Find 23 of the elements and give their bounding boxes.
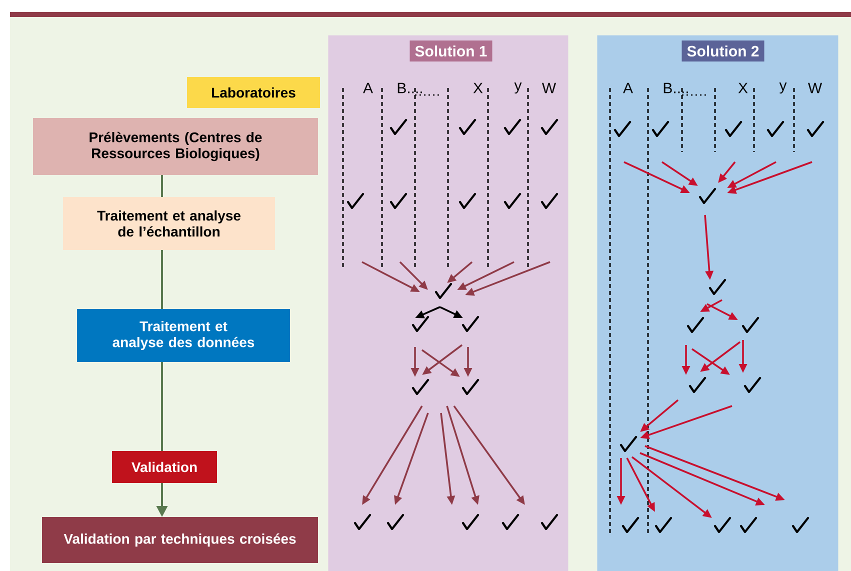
column-letter: B.... bbox=[398, 82, 422, 94]
column-letter: y bbox=[514, 82, 522, 94]
process-box: Prélèvements (Centres de Ressources Biologiques) bbox=[33, 118, 318, 175]
column-letter: B.... bbox=[664, 82, 688, 94]
solution-panel bbox=[597, 35, 838, 571]
column-letter: X bbox=[473, 82, 483, 94]
process-box: Traitement et analyse de l’échantillon bbox=[63, 197, 275, 250]
connector-line bbox=[161, 175, 163, 197]
title-tab: Solution 1 bbox=[410, 40, 492, 62]
connector-line bbox=[161, 250, 163, 309]
process-box: Traitement et analyse des données bbox=[77, 309, 290, 362]
connector-line bbox=[161, 362, 163, 451]
column-letter: W bbox=[808, 82, 822, 94]
column-letter: y bbox=[779, 82, 787, 94]
process-box: Laboratoires bbox=[187, 77, 320, 108]
process-box: Validation bbox=[112, 451, 217, 483]
title-tab: Solution 2 bbox=[682, 40, 764, 62]
column-letter: X bbox=[738, 82, 748, 94]
column-letter: A bbox=[363, 82, 373, 94]
solution-panel bbox=[328, 35, 568, 571]
column-letter: A bbox=[623, 82, 633, 94]
column-letter: W bbox=[542, 82, 556, 94]
process-box: Validation par techniques croisées bbox=[42, 517, 318, 563]
